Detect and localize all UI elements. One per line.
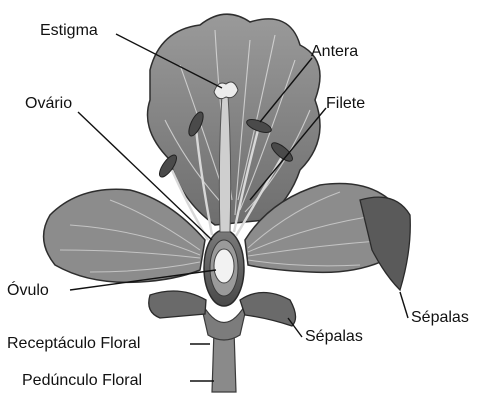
label-sepalas-center: Sépalas	[305, 328, 363, 346]
upper-petal	[148, 14, 321, 225]
label-antera: Antera	[311, 43, 358, 61]
label-filete: Filete	[326, 95, 365, 113]
ovule	[214, 249, 234, 283]
style	[219, 95, 230, 232]
stigma	[214, 82, 238, 99]
center-sepal	[240, 293, 296, 327]
label-sepalas-right: Sépalas	[411, 309, 469, 327]
label-peduncuo-floral: Pedúnculo Floral	[22, 372, 142, 390]
leader-sepalas-right	[400, 292, 408, 318]
label-ovario: Ovário	[25, 95, 72, 113]
left-petal	[44, 189, 205, 282]
label-estigma: Estigma	[40, 22, 98, 40]
label-receptaculo-floral: Receptáculo Floral	[7, 335, 140, 353]
label-ovulo: Óvulo	[7, 282, 49, 300]
left-sepal	[149, 291, 206, 318]
